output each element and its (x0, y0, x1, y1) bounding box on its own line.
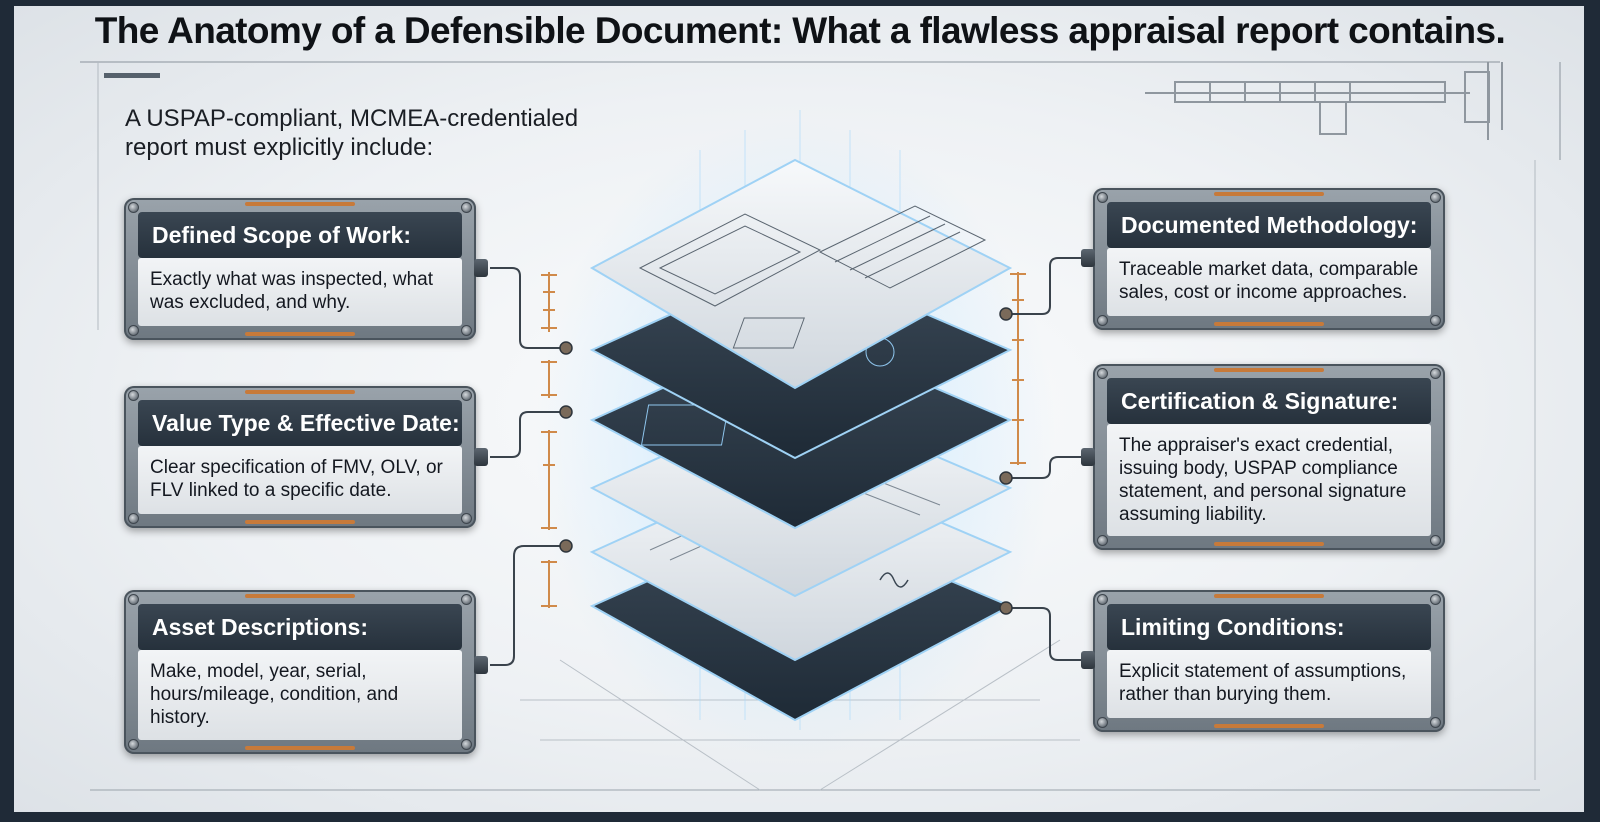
screw-icon (461, 325, 472, 336)
card-heading: Value Type & Effective Date: (138, 400, 462, 446)
connector-plug-icon (474, 656, 488, 674)
connector-plug-icon (1081, 249, 1095, 267)
screw-icon (1097, 368, 1108, 379)
card-heading: Defined Scope of Work: (138, 212, 462, 258)
card-accent-bar (1214, 724, 1324, 728)
card-heading: Documented Methodology: (1107, 202, 1431, 248)
screw-icon (1430, 594, 1441, 605)
screw-icon (1430, 192, 1441, 203)
screw-icon (1097, 717, 1108, 728)
card-accent-bar (245, 746, 355, 750)
screw-icon (1430, 535, 1441, 546)
connector-plug-icon (1081, 651, 1095, 669)
card-body: Clear specification of FMV, OLV, or FLV … (138, 446, 462, 514)
screw-icon (128, 739, 139, 750)
connector-plug-icon (1081, 448, 1095, 466)
card-heading: Certification & Signature: (1107, 378, 1431, 424)
card-accent-bar (1214, 542, 1324, 546)
card-value-type: Value Type & Effective Date: Clear speci… (124, 386, 488, 528)
connector-plug-icon (474, 448, 488, 466)
card-accent-bar (1214, 368, 1324, 372)
card-certification-signature: Certification & Signature: The appraiser… (1081, 364, 1445, 550)
screw-icon (1097, 315, 1108, 326)
screw-icon (128, 390, 139, 401)
card-asset-descriptions: Asset Descriptions: Make, model, year, s… (124, 590, 488, 754)
card-accent-bar (245, 332, 355, 336)
screw-icon (461, 390, 472, 401)
card-accent-bar (245, 390, 355, 394)
screw-icon (461, 739, 472, 750)
screw-icon (1430, 315, 1441, 326)
screw-icon (1097, 594, 1108, 605)
screw-icon (1430, 717, 1441, 728)
screw-icon (461, 513, 472, 524)
card-body: Exactly what was inspected, what was exc… (138, 258, 462, 326)
card-limiting-conditions: Limiting Conditions: Explicit statement … (1081, 590, 1445, 732)
card-documented-methodology: Documented Methodology: Traceable market… (1081, 188, 1445, 330)
card-accent-bar (245, 202, 355, 206)
page-title: The Anatomy of a Defensible Document: Wh… (94, 10, 1506, 51)
card-accent-bar (1214, 322, 1324, 326)
card-body: Make, model, year, serial, hours/mileage… (138, 650, 462, 740)
connector-plug-icon (474, 259, 488, 277)
screw-icon (128, 513, 139, 524)
card-body: Traceable market data, comparable sales,… (1107, 248, 1431, 316)
card-accent-bar (245, 520, 355, 524)
card-scope-of-work: Defined Scope of Work: Exactly what was … (124, 198, 488, 340)
intro-text: A USPAP-compliant, MCMEA-credentialed re… (125, 105, 579, 161)
title-underline-accent (104, 73, 160, 78)
card-accent-bar (1214, 594, 1324, 598)
connector-wires (490, 257, 1105, 666)
screw-icon (461, 202, 472, 213)
stack-layer-top (589, 158, 1013, 390)
screw-icon (1097, 192, 1108, 203)
card-body: Explicit statement of assumptions, rathe… (1107, 650, 1431, 718)
card-body: The appraiser's exact credential, issuin… (1107, 424, 1431, 536)
card-accent-bar (245, 594, 355, 598)
screw-icon (128, 202, 139, 213)
connector-dots (559, 307, 1013, 615)
screw-icon (128, 325, 139, 336)
card-heading: Asset Descriptions: (138, 604, 462, 650)
screw-icon (128, 594, 139, 605)
screw-icon (1430, 368, 1441, 379)
screw-icon (1097, 535, 1108, 546)
caliper-icon (1145, 62, 1503, 140)
screw-icon (461, 594, 472, 605)
ruler-tick-icon (541, 272, 1026, 608)
card-accent-bar (1214, 192, 1324, 196)
card-heading: Limiting Conditions: (1107, 604, 1431, 650)
